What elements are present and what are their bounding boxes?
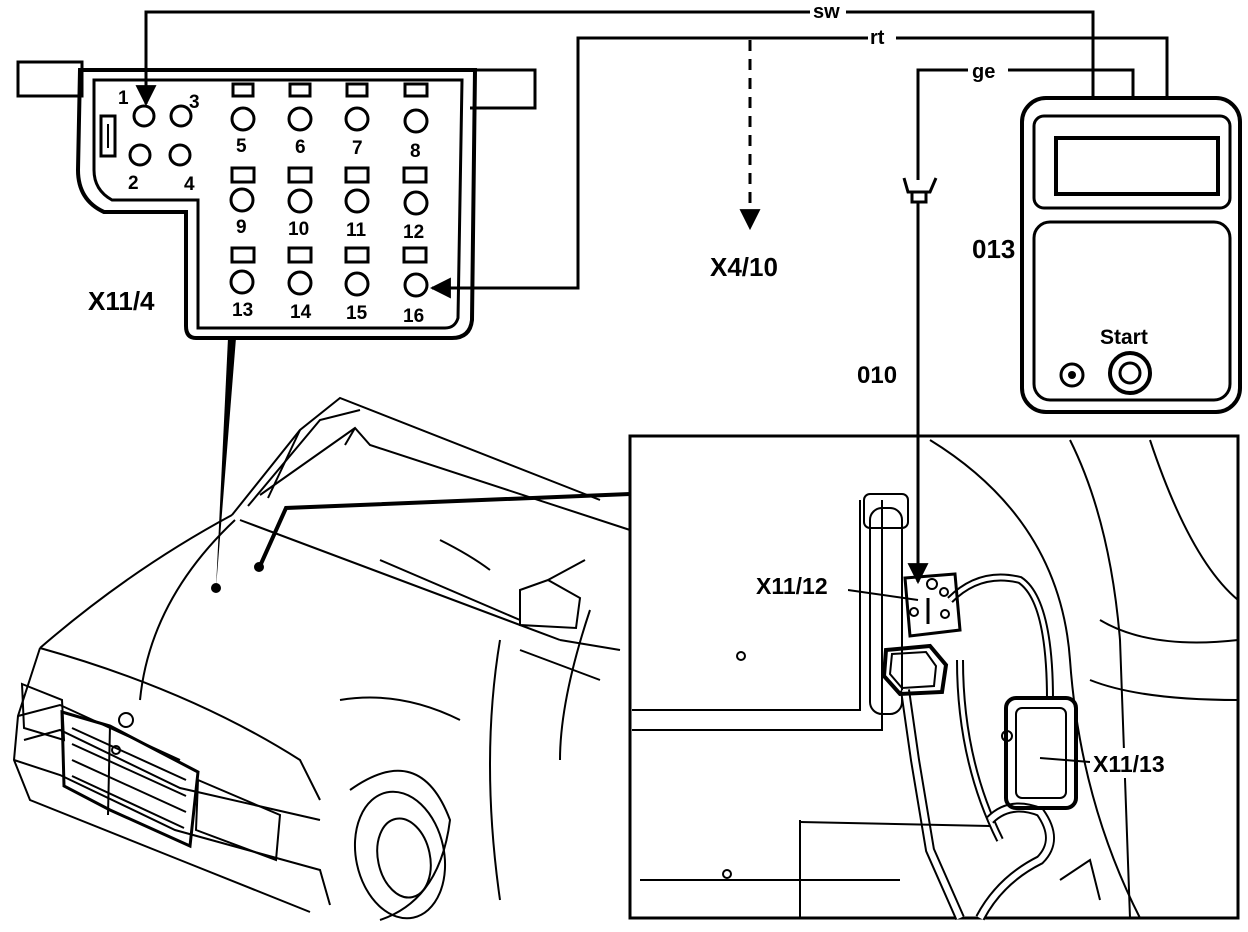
pin-14-hole: [287, 270, 313, 296]
pin-1-hole: [132, 104, 156, 128]
label-x4-10: X4/10: [710, 252, 778, 282]
leader-x11-12: [847, 589, 919, 601]
pin-5-hole: [230, 106, 256, 132]
adapter-010-plug: [902, 177, 938, 204]
pin-3-hole: [169, 104, 193, 128]
wire-ge: [916, 68, 1135, 180]
label-x11-13: X11/13: [1093, 751, 1165, 777]
pin-label-4: 4: [184, 174, 195, 195]
socket-x11-12: [903, 572, 962, 638]
pin-12-hole: [403, 190, 429, 216]
pin-15-hole: [344, 271, 370, 297]
pin-label-12: 12: [403, 222, 424, 243]
pin-label-14: 14: [290, 302, 312, 323]
pin-7-hole: [344, 106, 370, 132]
pin-label-9: 9: [236, 217, 247, 238]
pin-label-2: 2: [128, 173, 139, 194]
pin-label-7: 7: [352, 138, 363, 159]
tester-jack: [1059, 362, 1085, 388]
connector-x11-13: [1004, 696, 1078, 810]
pin-10-hole: [287, 188, 313, 214]
pin-2-hole: [128, 143, 152, 167]
pin-6-hole: [287, 106, 313, 132]
pin-13-hole: [229, 269, 255, 295]
leader-x11-13: [1039, 757, 1091, 763]
pin-label-6: 6: [295, 137, 306, 158]
pin-label-3: 3: [189, 92, 200, 113]
wire-sw: [135, 10, 1095, 107]
pin-label-13: 13: [232, 300, 253, 321]
pin-label-5: 5: [236, 136, 247, 157]
wire-label-rt: rt: [870, 27, 885, 49]
pin-label-15: 15: [346, 303, 368, 324]
wire-label-sw: sw: [813, 1, 840, 23]
pin-label-10: 10: [288, 219, 309, 240]
start-button[interactable]: [1108, 351, 1152, 395]
engine-bay-inset: [628, 434, 1240, 921]
pin-label-8: 8: [410, 141, 421, 162]
wire-rt: [429, 36, 1169, 299]
label-x11-4: X11/4: [88, 286, 155, 316]
pin-16-hole: [403, 272, 429, 298]
tester-013: Start: [1020, 96, 1242, 414]
pin-label-1: 1: [118, 88, 129, 109]
wire-label-ge: ge: [972, 61, 995, 83]
pin-11-hole: [344, 188, 370, 214]
pin-9-hole: [229, 187, 255, 213]
pin-8-hole: [403, 108, 429, 134]
pin-label-11: 11: [346, 220, 367, 241]
car-illustration: [12, 338, 631, 921]
label-010: 010: [857, 362, 897, 389]
start-label: Start: [1100, 326, 1148, 349]
tester-display: [1054, 136, 1220, 196]
pin-label-16: 16: [403, 306, 424, 327]
pin-4-hole: [168, 143, 192, 167]
diagnostic-socket-x11-4: 1 2 3 4 5 6 7 8 9 10 11 12 13 14 15 16: [16, 60, 537, 340]
label-x11-12: X11/12: [756, 573, 828, 599]
label-013: 013: [972, 234, 1015, 264]
